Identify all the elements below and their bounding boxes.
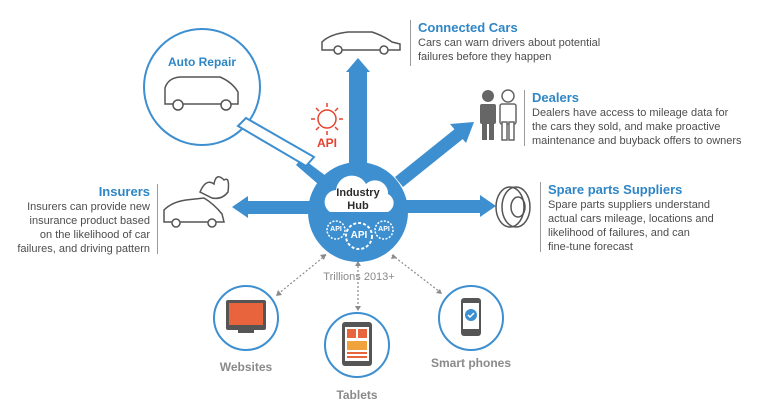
api-badge-label: API: [316, 136, 337, 150]
spare-parts-divider: [540, 182, 541, 252]
connected-cars-title: Connected Cars: [418, 20, 518, 35]
api-sun-icon: [311, 103, 343, 135]
insurers-line4: failures, and driving pattern: [17, 243, 150, 255]
hub-api-right: API: [378, 226, 390, 233]
arrow-right-spare-parts: [400, 200, 482, 213]
arrow-left-head: [232, 196, 248, 218]
hub-api-center: API: [350, 230, 368, 241]
api-gear-right-icon: [374, 220, 394, 240]
arrow-diag-dealers-head: [450, 122, 474, 143]
auto-repair-magnifier: [143, 28, 316, 168]
trillions-label: Trillions 2013+: [323, 271, 395, 283]
connected-cars-line1: Cars can warn drivers about potential: [418, 37, 601, 49]
hub-api-left: API: [330, 226, 342, 233]
hub-title-line2: Hub: [347, 200, 369, 212]
websites-label: Websites: [219, 360, 273, 374]
arrow-left-insurers: [246, 201, 318, 214]
dealers-line2: the cars they sold, and make proactive: [532, 121, 721, 133]
websites-device: [213, 285, 279, 351]
connected-car-icon: [321, 31, 401, 51]
smartphones-label: Smart phones: [430, 356, 511, 370]
api-gear-center-icon: [345, 222, 373, 250]
connected-cars-divider: [410, 20, 411, 66]
insurers-title: Insurers: [98, 184, 150, 199]
tire-icon: [495, 186, 531, 228]
api-gear-left-icon: [326, 220, 346, 240]
arrow-diag-dealers: [395, 128, 464, 187]
dealers-line3: maintenance and buyback offers to owners: [532, 135, 742, 147]
smartphones-device: [438, 285, 504, 351]
hub-arrows: [232, 58, 496, 218]
insurers-divider: [157, 184, 158, 254]
dealers-people-icon: [480, 89, 517, 141]
van-icon: [164, 76, 239, 105]
spare-parts-title: Spare parts Suppliers: [548, 182, 683, 197]
insurers-line1: Insurers can provide new: [27, 201, 150, 213]
connector-heads: [276, 254, 442, 311]
spare-parts-line4: fine-tune forecast: [548, 241, 633, 253]
industry-hub: [308, 162, 408, 262]
insurers-line3: on the likelihood of car: [39, 229, 150, 241]
cloud-icon: [324, 175, 394, 212]
magnifier-handle: [236, 116, 316, 168]
spare-parts-line2: actual cars mileage, locations and: [548, 213, 714, 225]
tablets-label: Tablets: [336, 388, 378, 402]
dealers-line1: Dealers have access to mileage data for: [532, 107, 729, 119]
arrow-up-connected-cars: [349, 70, 367, 170]
spare-parts-line3: likelihood of failures, and can: [548, 227, 690, 239]
dealers-title: Dealers: [532, 90, 579, 105]
arrow-right-head: [480, 195, 496, 217]
connected-cars-line2: failures before they happen: [418, 51, 552, 63]
spare-parts-line1: Spare parts suppliers understand: [548, 199, 711, 211]
magnifier-lens: [143, 28, 261, 146]
tablets-device: [324, 312, 390, 378]
auto-repair-title: Auto Repair: [167, 55, 236, 69]
dealers-divider: [524, 90, 525, 146]
arrow-up-head: [346, 58, 370, 72]
insurers-line2: insurance product based: [29, 215, 150, 227]
crashed-car-icon: [163, 176, 230, 228]
hub-title-line1: Industry: [336, 187, 380, 199]
